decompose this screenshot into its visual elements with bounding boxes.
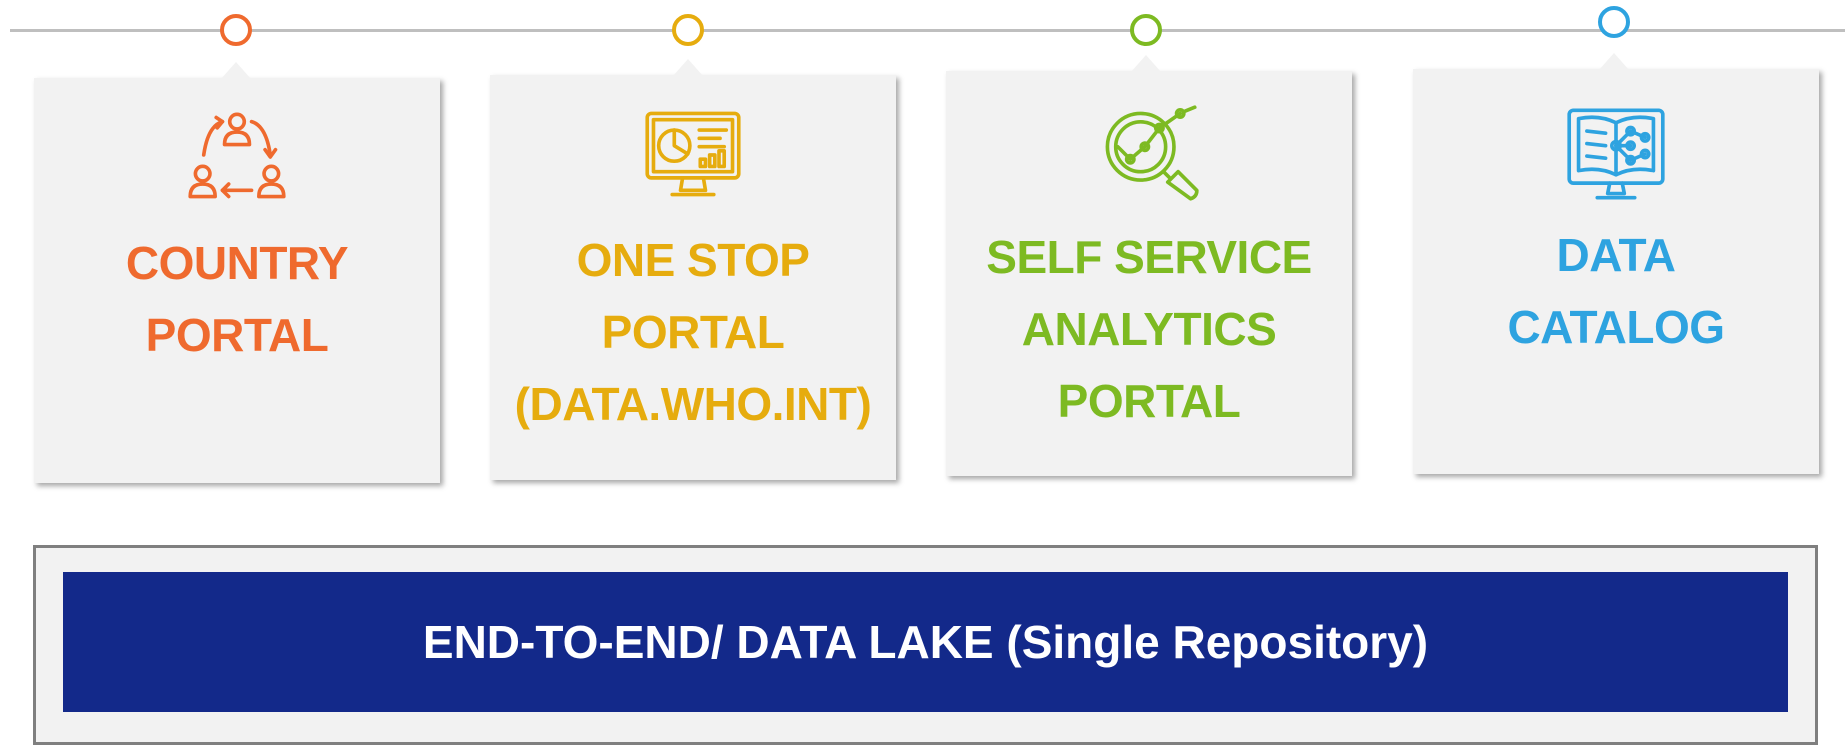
timeline-node-4 — [1598, 6, 1630, 38]
timeline-node-2 — [672, 14, 704, 46]
card-title: DATA CATALOG — [1413, 219, 1819, 363]
card-notch-1 — [221, 62, 251, 79]
timeline-line — [10, 29, 1845, 32]
card-notch-2 — [673, 59, 703, 76]
card-one-stop-portal: ONE STOP PORTAL (DATA.WHO.INT) — [490, 75, 896, 480]
card-title-line: (DATA.WHO.INT) — [514, 378, 872, 430]
analytics-magnifier-icon — [1097, 101, 1201, 205]
timeline-node-1 — [220, 14, 252, 46]
card-title-line: PORTAL — [1057, 375, 1241, 427]
card-notch-4 — [1599, 53, 1629, 70]
card-notch-3 — [1131, 55, 1161, 72]
card-title: COUNTRY PORTAL — [34, 227, 440, 371]
people-cycle-icon — [185, 105, 289, 209]
card-title: ONE STOP PORTAL (DATA.WHO.INT) — [490, 224, 896, 440]
card-title-line: SELF SERVICE — [986, 231, 1312, 283]
card-title-line: DATA — [1556, 229, 1676, 281]
timeline-node-3 — [1130, 14, 1162, 46]
card-title-line: CATALOG — [1507, 301, 1725, 353]
card-title-line: COUNTRY — [125, 237, 349, 289]
book-network-monitor-icon — [1564, 102, 1668, 206]
data-lake-banner: END-TO-END/ DATA LAKE (Single Repository… — [63, 572, 1788, 712]
card-title-line: PORTAL — [601, 306, 785, 358]
card-country-portal: COUNTRY PORTAL — [34, 78, 440, 483]
card-title-line: PORTAL — [145, 309, 329, 361]
card-self-service-analytics-portal: SELF SERVICE ANALYTICS PORTAL — [946, 71, 1352, 476]
card-title-line: ANALYTICS — [1021, 303, 1277, 355]
card-title-line: ONE STOP — [576, 234, 810, 286]
card-data-catalog: DATA CATALOG — [1413, 69, 1819, 474]
card-title: SELF SERVICE ANALYTICS PORTAL — [946, 221, 1352, 437]
dashboard-monitor-icon — [641, 103, 745, 207]
